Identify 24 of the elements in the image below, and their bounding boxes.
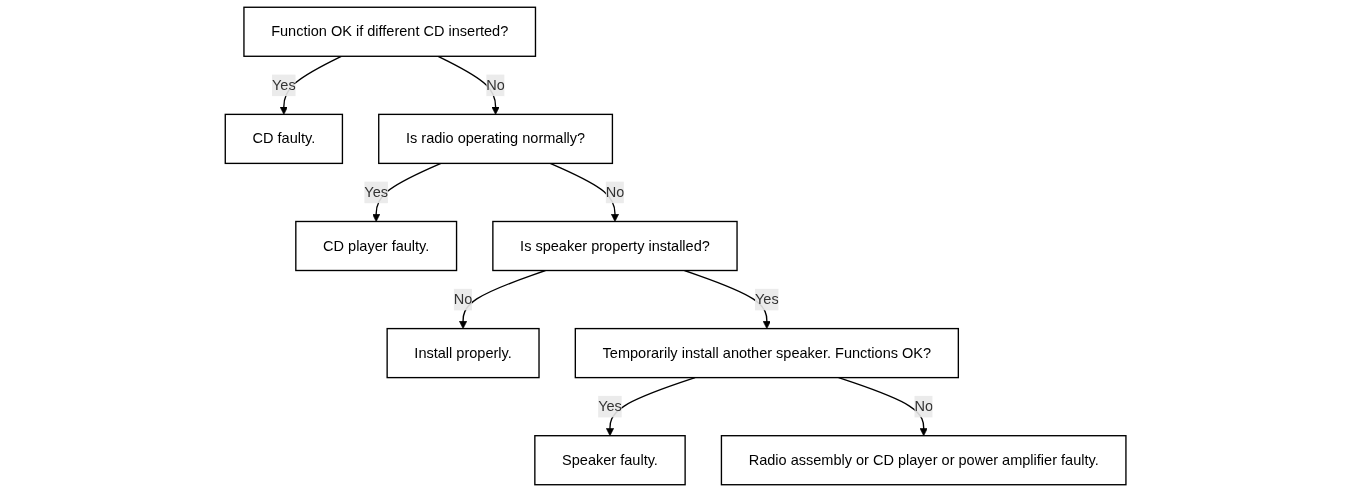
- edge-label: Yes: [272, 77, 297, 93]
- arrow: [459, 269, 547, 329]
- arrow: [437, 55, 500, 115]
- node-box: Speaker faulty.: [534, 435, 687, 486]
- node-box: CD player faulty.: [295, 220, 458, 272]
- arrow: [684, 269, 772, 329]
- arrow: [549, 162, 620, 222]
- arrow: [372, 162, 442, 222]
- node-box: Install properly.: [386, 327, 541, 379]
- edge-label: Yes: [598, 398, 623, 414]
- edge-label: Yes: [755, 291, 780, 307]
- node-box: Temporarily install another speaker. Functions OK?: [575, 327, 960, 379]
- node-box: Is radio operating normally?: [378, 113, 614, 165]
- edge-label: No: [914, 398, 934, 414]
- node-box: CD faulty.: [225, 113, 344, 165]
- arrow: [280, 55, 343, 115]
- node-box: Function OK if different CD inserted?: [243, 6, 537, 57]
- node-box: Is speaker property installed?: [492, 220, 739, 272]
- edge-label: No: [454, 291, 473, 307]
- node-box: Radio assembly or CD player or power amplifier faulty.: [721, 435, 1127, 486]
- edge-label: No: [486, 77, 506, 93]
- edge-label: No: [606, 184, 625, 200]
- edge-label: Yes: [364, 184, 389, 200]
- arrow: [838, 376, 929, 437]
